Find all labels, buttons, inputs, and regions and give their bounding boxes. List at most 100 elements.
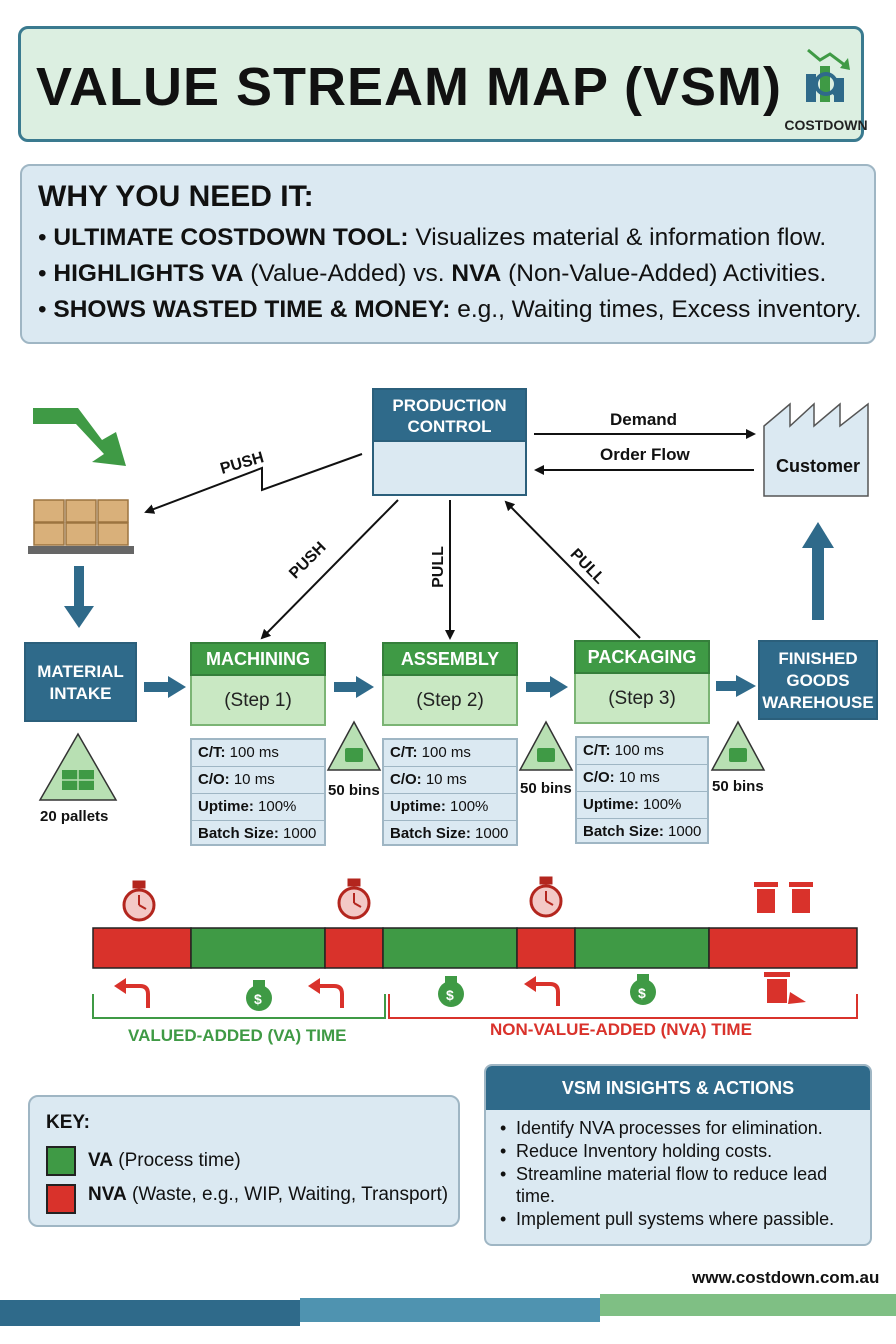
data-value: 100 ms <box>614 742 664 759</box>
why-line-1: • ULTIMATE COSTDOWN TOOL: Visualizes mat… <box>38 224 827 251</box>
data-label: C/T: <box>390 744 418 761</box>
data-row-co: C/O: 10 ms <box>192 767 324 794</box>
key-panel <box>28 1095 460 1227</box>
data-row-batch: Batch Size: 1000 <box>192 821 324 847</box>
data-label: C/T: <box>583 742 611 759</box>
title-banner <box>18 26 864 142</box>
why-line-2-mid: (Value-Added) vs. <box>243 260 452 287</box>
bins-label: 50 bins <box>328 782 380 799</box>
data-value: 1000 <box>283 825 317 842</box>
timeline-bar <box>92 927 858 969</box>
data-row-ct: C/T: 100 ms <box>577 738 707 765</box>
svg-text:$: $ <box>638 985 646 1001</box>
data-value: 10 ms <box>618 769 660 786</box>
why-line-3-bold: SHOWS WASTED TIME & MONEY: <box>53 296 451 323</box>
svg-text:$: $ <box>254 991 262 1007</box>
costdown-logo-icon <box>806 48 850 102</box>
data-label: Uptime: <box>390 798 446 815</box>
data-label: Batch Size: <box>198 825 279 842</box>
data-row-batch: Batch Size: 1000 <box>384 821 516 847</box>
process-step: (Step 2) <box>382 676 518 726</box>
process-step: (Step 3) <box>574 674 710 724</box>
process-header: ASSEMBLY <box>382 642 518 676</box>
pull-label-assembly: PULL <box>429 546 447 588</box>
data-value: 100 ms <box>229 744 279 761</box>
nva-swatch <box>46 1184 76 1214</box>
why-line-2: • HIGHLIGHTS VA (Value-Added) vs. NVA (N… <box>38 260 827 287</box>
va-swatch <box>46 1146 76 1176</box>
trash-icon <box>764 972 806 1004</box>
key-nva-desc: (Waste, e.g., WIP, Waiting, Transport) <box>126 1184 449 1205</box>
customer-label: Customer <box>776 456 861 476</box>
insights-list: Identify NVA processes for elimination. … <box>500 1117 860 1231</box>
nva-bracket <box>388 994 858 1019</box>
material-intake-box: MATERIAL INTAKE <box>24 642 137 722</box>
key-title: KEY: <box>46 1112 90 1133</box>
data-value: 100% <box>450 798 489 815</box>
push-machining-arrow <box>260 499 399 640</box>
page-title: VALUE STREAM MAP (VSM) <box>36 57 783 117</box>
key-nva-bold: NVA <box>88 1184 127 1205</box>
data-row-uptime: Uptime: 100% <box>577 792 707 819</box>
data-value: 100% <box>258 798 297 815</box>
data-row-co: C/O: 10 ms <box>577 765 707 792</box>
data-value: 10 ms <box>233 771 275 788</box>
customer-factory-icon <box>763 402 869 497</box>
money-bag-icon <box>246 974 656 1011</box>
trash-icon <box>754 882 813 913</box>
finished-goods-box: FINISHED GOODS WAREHOUSE <box>758 640 878 720</box>
data-row-co: C/O: 10 ms <box>384 767 516 794</box>
data-label: C/O: <box>198 771 230 788</box>
key-nva-text: NVA (Waste, e.g., WIP, Waiting, Transpor… <box>88 1184 448 1206</box>
va-time-label: VALUED-ADDED (VA) TIME <box>128 1026 347 1045</box>
process-data-box: C/T: 100 ms C/O: 10 ms Uptime: 100% Batc… <box>382 738 518 846</box>
why-line-1-bold: ULTIMATE COSTDOWN TOOL: <box>53 224 409 251</box>
up-arrow-icon <box>802 522 834 548</box>
stopwatch-icon <box>529 876 563 918</box>
data-label: Batch Size: <box>390 825 471 842</box>
insight-item: Reduce Inventory holding costs. <box>500 1140 860 1162</box>
process-header: PACKAGING <box>574 640 710 674</box>
pallets-label: 20 pallets <box>40 808 109 825</box>
data-row-ct: C/T: 100 ms <box>384 740 516 767</box>
data-value: 1000 <box>475 825 509 842</box>
process-step: (Step 1) <box>190 676 326 726</box>
data-row-uptime: Uptime: 100% <box>384 794 516 821</box>
inventory-triangle-icon <box>710 720 766 771</box>
data-value: 100 ms <box>421 744 471 761</box>
data-label: Uptime: <box>583 796 639 813</box>
stopwatch-icon <box>337 878 371 920</box>
data-row-uptime: Uptime: 100% <box>192 794 324 821</box>
why-line-2-bold-va: HIGHLIGHTS VA <box>53 260 244 287</box>
key-va-desc: (Process time) <box>112 1150 241 1171</box>
why-panel <box>20 164 876 344</box>
key-va-text: VA (Process time) <box>88 1150 241 1172</box>
stopwatch-icon <box>122 880 156 922</box>
return-arrowhead-icon <box>114 976 536 994</box>
key-va-bold: VA <box>88 1150 113 1171</box>
data-row-batch: Batch Size: 1000 <box>577 819 707 845</box>
inventory-triangle-icon <box>326 720 382 771</box>
data-label: Uptime: <box>198 798 254 815</box>
insights-title: VSM INSIGHTS & ACTIONS <box>486 1066 870 1110</box>
data-label: C/O: <box>583 769 615 786</box>
data-value: 10 ms <box>425 771 467 788</box>
insight-item: Streamline material flow to reduce lead … <box>500 1163 860 1207</box>
bins-label: 50 bins <box>712 778 764 795</box>
down-arrow-icon <box>64 606 94 628</box>
pull-packaging-arrow <box>504 500 641 639</box>
insight-item: Implement pull systems where passible. <box>500 1208 860 1230</box>
push-signal-arrow <box>144 453 363 514</box>
nva-time-label: NON-VALUE-ADDED (NVA) TIME <box>490 1020 752 1039</box>
inventory-triangle-icon <box>518 720 574 771</box>
supplier-pallet-icon <box>28 499 134 554</box>
process-data-box: C/T: 100 ms C/O: 10 ms Uptime: 100% Batc… <box>190 738 326 846</box>
va-bracket <box>92 994 386 1019</box>
data-label: C/T: <box>198 744 226 761</box>
data-value: 100% <box>643 796 682 813</box>
why-line-3: • SHOWS WASTED TIME & MONEY: e.g., Waiti… <box>38 296 862 323</box>
footer-url[interactable]: www.costdown.com.au <box>692 1268 880 1287</box>
production-control-body <box>372 442 527 496</box>
why-line-2-text: (Non-Value-Added) Activities. <box>501 260 827 287</box>
bins-label: 50 bins <box>520 780 572 797</box>
